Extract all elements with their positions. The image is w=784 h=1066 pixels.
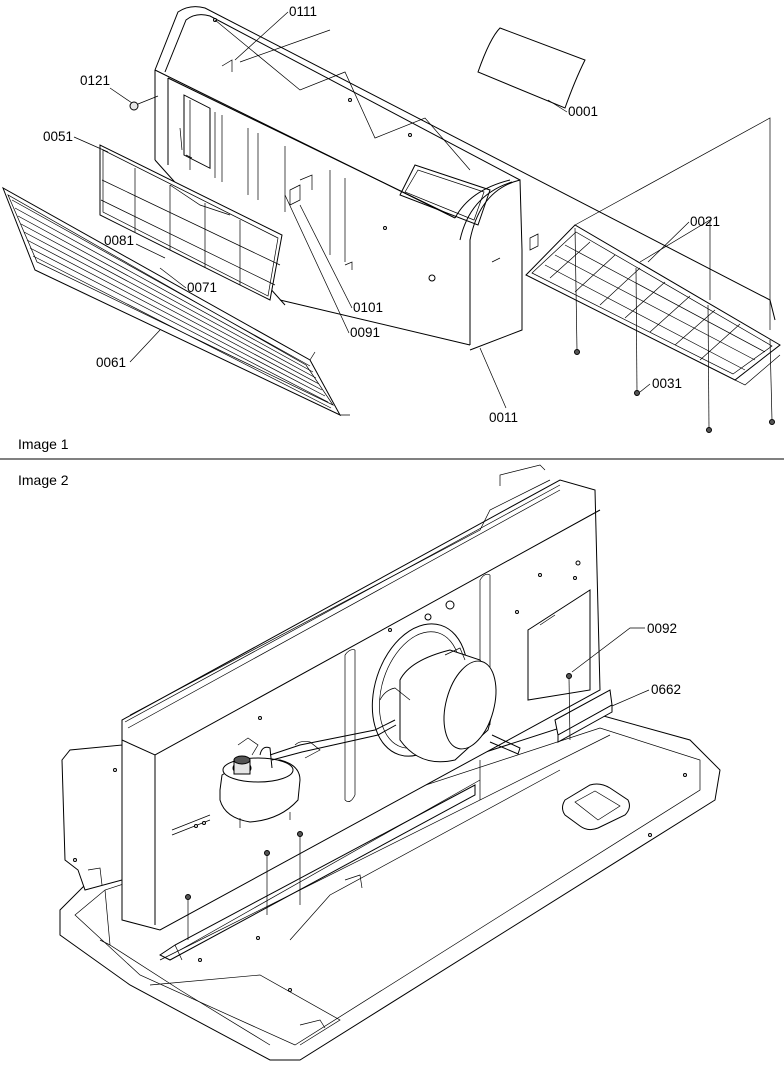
capacitor-and-wiring	[219, 719, 397, 828]
air-filter	[99, 144, 283, 301]
callout-0001: 0001	[568, 104, 598, 119]
screw-0121	[129, 95, 159, 111]
top-cover-panel	[477, 27, 586, 109]
callout-0031: 0031	[652, 376, 682, 391]
callout-0662: 0662	[651, 682, 681, 697]
callout-0071: 0071	[187, 280, 217, 295]
callout-0081: 0081	[104, 233, 134, 248]
panel-1: 0111 0001 0121 0051 0021 0081 0071 0101 …	[2, 4, 781, 452]
brackets-and-screws	[159, 673, 613, 961]
panel-1-title: Image 1	[18, 436, 69, 452]
mounting-screws	[574, 117, 775, 433]
front-grille	[2, 186, 350, 417]
cabinet-front-shell	[154, 6, 776, 351]
callout-0091: 0091	[350, 325, 380, 340]
callout-0061: 0061	[96, 355, 126, 370]
panel-1-callouts: 0111 0001 0121 0051 0021 0081 0071 0101 …	[43, 4, 720, 425]
callout-0051: 0051	[43, 129, 73, 144]
panel-2-callouts: 0092 0662	[571, 621, 681, 707]
panel-2-title: Image 2	[18, 472, 69, 488]
callout-0121: 0121	[80, 73, 110, 88]
blower-motor-assembly	[371, 623, 521, 763]
panel-2: Image 2	[18, 464, 721, 1061]
callout-0021: 0021	[690, 214, 720, 229]
discharge-grille	[525, 224, 781, 386]
callout-0011: 0011	[489, 410, 518, 425]
callout-0092: 0092	[647, 621, 677, 636]
callout-0111: 0111	[289, 4, 317, 19]
callout-0101: 0101	[353, 300, 383, 315]
